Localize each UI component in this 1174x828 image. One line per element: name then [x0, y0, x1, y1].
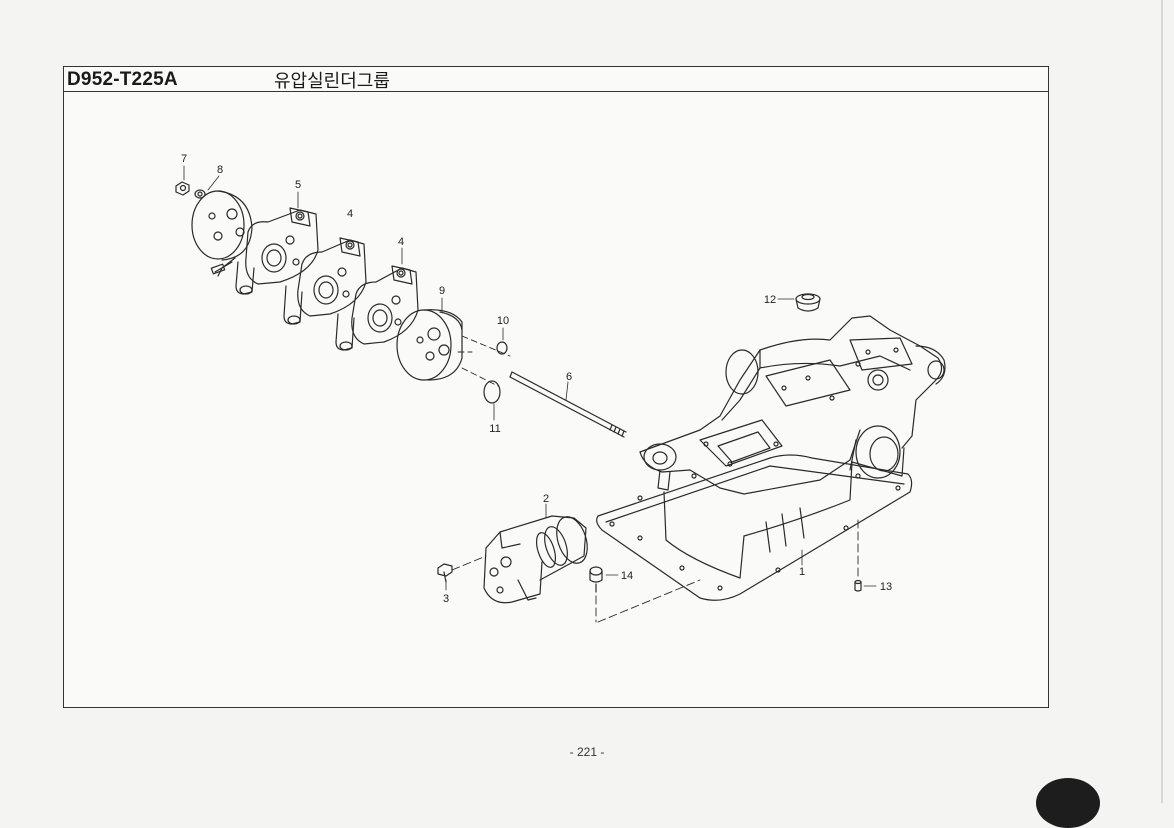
part-5-valve-block: [235, 207, 319, 295]
callout-13: 13: [880, 581, 892, 593]
part-6-stud-bolt: [509, 371, 627, 438]
scan-edge-line: [1161, 0, 1163, 803]
part-9-end-plate: [396, 309, 463, 381]
part-1-hydraulic-housing: [596, 315, 946, 601]
page-number: - 221 -: [569, 745, 605, 759]
header-bar: D952-T225A 유압실린더그룹: [64, 67, 1048, 92]
callout-4-second: 4: [398, 236, 404, 248]
scan-corner-mark: [1036, 778, 1100, 828]
part-4-valve-block-a: [283, 237, 367, 325]
callout-10: 10: [497, 315, 509, 327]
part-13-dowel-pin: [854, 579, 862, 592]
part-3-bolt: [437, 563, 453, 583]
part-12-plug: [795, 293, 821, 312]
callout-5: 5: [295, 179, 301, 191]
part-2-cylinder: [483, 515, 588, 604]
callout-3: 3: [443, 593, 449, 605]
callout-1: 1: [799, 566, 805, 578]
part-group-code: D952-T225A: [67, 69, 178, 90]
part-8-washer: [194, 189, 206, 199]
exploded-parts-drawing: 7 8 5 4 4 9 10 11 6 12 2 3 14 1 13: [175, 153, 946, 623]
callout-6: 6: [566, 371, 572, 383]
diagram-frame: D952-T225A 유압실린더그룹: [63, 66, 1049, 708]
callout-14: 14: [621, 570, 633, 582]
part-10-o-ring: [496, 341, 508, 355]
alignment-lines-lower: [451, 519, 859, 623]
callout-7: 7: [181, 153, 187, 165]
part-11-o-ring: [483, 380, 501, 404]
callout-11: 11: [489, 423, 500, 435]
callout-2: 2: [543, 493, 549, 505]
part-group-title: 유압실린더그룹: [274, 71, 390, 92]
part-4-valve-block-b: [335, 265, 419, 351]
part-14-bolt: [589, 566, 603, 593]
callout-8: 8: [217, 164, 223, 176]
callout-12: 12: [764, 294, 776, 306]
callout-leader-lines: [183, 165, 877, 591]
alignment-lines-upper: [457, 335, 511, 387]
callout-4-first: 4: [347, 208, 353, 220]
callout-9: 9: [439, 285, 445, 297]
part-7-nut: [175, 181, 190, 196]
front-cover-plate: [191, 190, 253, 277]
